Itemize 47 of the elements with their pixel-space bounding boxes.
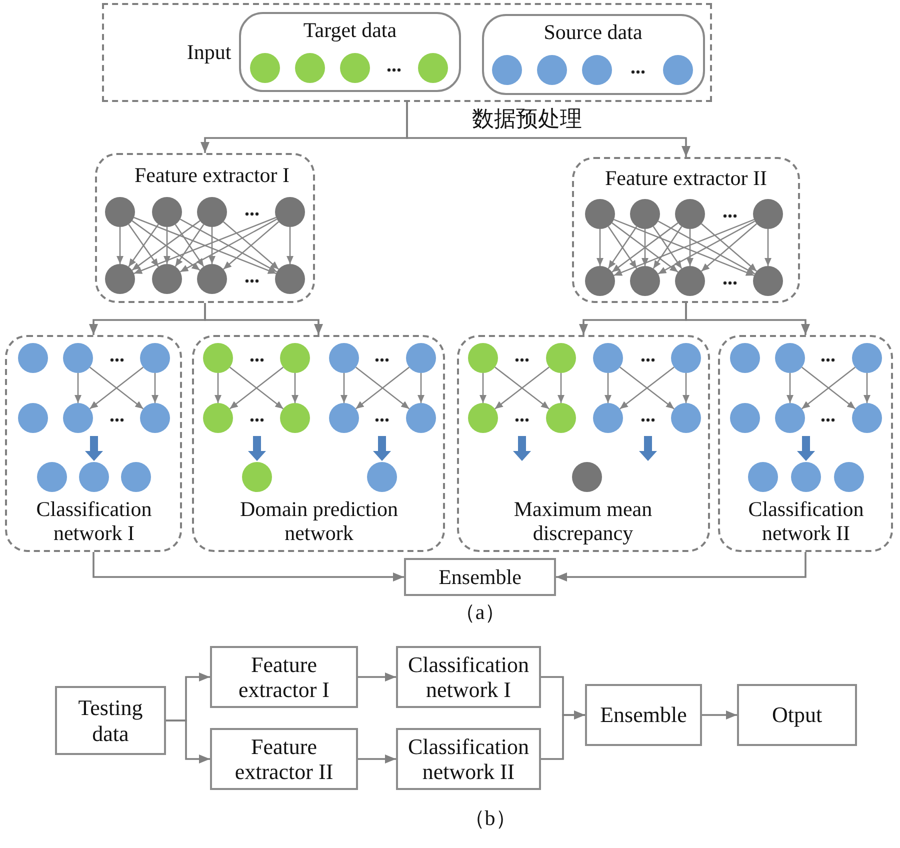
node-label: Testing data [77, 695, 144, 746]
connector-arrow [685, 303, 810, 335]
node-label: Ensemble [600, 702, 687, 728]
connector-arrow [92, 552, 404, 582]
node-title: Input [186, 40, 232, 64]
process-box [55, 686, 166, 755]
node-title: Maximum mean discrepancy [512, 497, 654, 546]
module-box [192, 335, 445, 552]
module-box [718, 335, 893, 552]
node-title: Target data [303, 18, 397, 42]
data-box [482, 14, 705, 95]
connector-arrow [702, 710, 737, 720]
connector-arrow [204, 303, 323, 335]
process-box [210, 728, 358, 790]
module-box [572, 157, 800, 303]
connector-arrow [166, 720, 210, 764]
module-box [457, 335, 710, 552]
node-title: Source data [544, 20, 642, 44]
process-box [210, 646, 358, 708]
module-box [5, 335, 182, 552]
node-label: Ensemble [438, 564, 522, 590]
connector-arrow [556, 552, 806, 582]
subfigure-label: （b） [464, 806, 516, 832]
module-box [95, 153, 315, 303]
node-title: Feature extractor II [604, 166, 768, 190]
node-title: Classification network I [35, 497, 153, 546]
process-box [396, 728, 541, 790]
subfigure-label: （a） [454, 600, 506, 626]
node-label: Feature extractor II [234, 734, 334, 784]
process-box [396, 646, 541, 708]
connector-arrow [358, 754, 396, 764]
dashed-group-box [102, 3, 712, 102]
node-title: Domain prediction network [238, 497, 400, 546]
node-label: Classification network II [407, 734, 530, 784]
data-box [239, 12, 461, 92]
connector-arrow [541, 710, 585, 760]
node-title: Feature extractor I [134, 163, 290, 188]
edge-label: 数据预处理 [470, 106, 584, 132]
process-box [585, 684, 702, 746]
connector-arrow [358, 672, 396, 682]
process-box [737, 684, 857, 746]
node-label: Otput [772, 702, 822, 728]
connector-arrow [406, 102, 690, 157]
node-label: Classification network I [407, 652, 530, 702]
process-box [404, 558, 556, 596]
node-label: Feature extractor I [238, 652, 330, 702]
node-title: Classification network II [747, 497, 865, 546]
